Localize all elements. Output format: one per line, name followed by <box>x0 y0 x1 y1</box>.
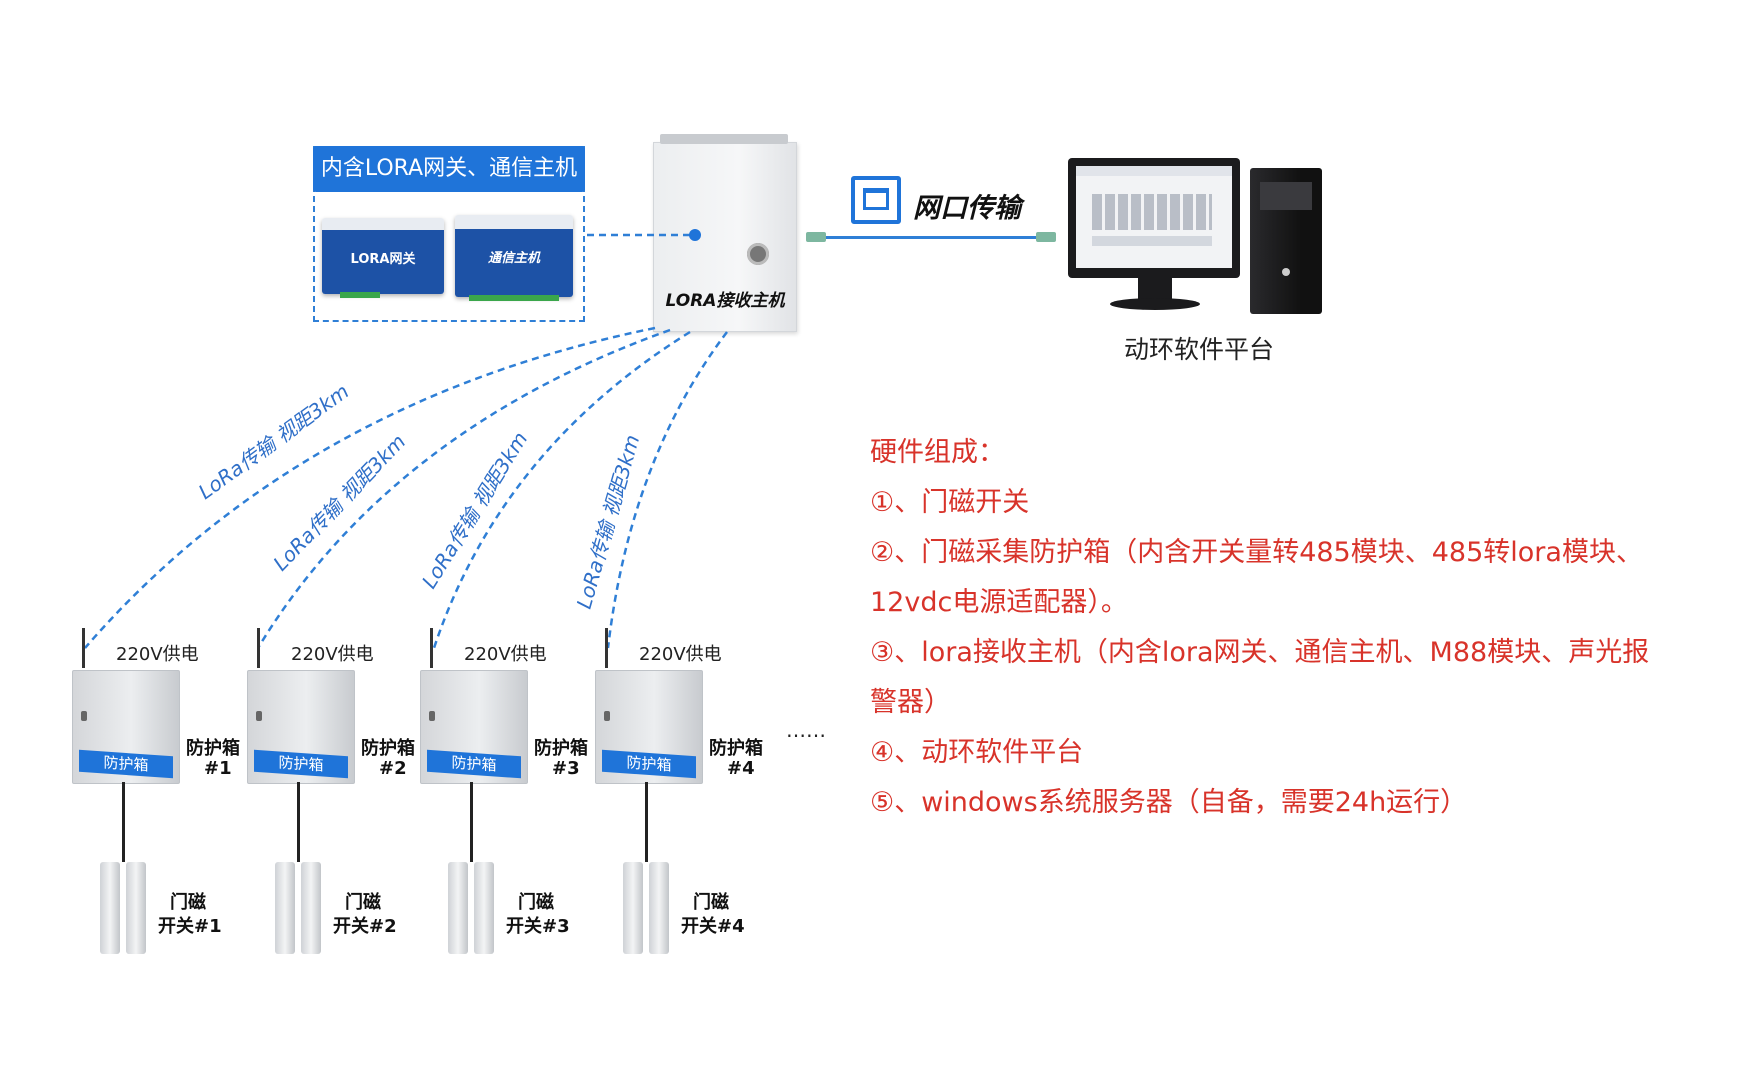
door-sensor-icon <box>623 862 673 954</box>
hardware-item-4: ④、动环软件平台 <box>870 737 1084 768</box>
box-name: 防护箱 <box>361 738 415 759</box>
box-number: #1 <box>204 758 232 779</box>
box-lock-icon <box>256 711 262 721</box>
cabinet-mount-bracket <box>660 134 788 144</box>
hardware-item-2-cont: 12vdc电源适配器）。 <box>870 587 1128 618</box>
monitor <box>1068 158 1240 278</box>
box-badge: 防护箱 <box>79 749 173 779</box>
lora-link-1 <box>84 326 656 649</box>
comm-host-label: 通信主机 <box>487 251 540 266</box>
comm-host-device: 通信主机 <box>455 215 573 301</box>
sensor-wire <box>122 782 125 862</box>
power-label: 220V供电 <box>116 644 199 665</box>
gateway-group-title: 内含LORA网关、通信主机 <box>313 146 585 192</box>
power-label: 220V供电 <box>639 644 722 665</box>
terminal-strip <box>340 292 380 298</box>
sensor-name: 门磁 <box>170 892 206 913</box>
lora-gateway-label: LORA网关 <box>350 252 416 267</box>
rj45-plug-right <box>1036 232 1056 242</box>
lora-link-2 <box>256 328 671 649</box>
hardware-item-1: ①、门磁开关 <box>870 487 1030 518</box>
antenna-icon <box>257 628 260 668</box>
sensor-name: 门磁 <box>345 892 381 913</box>
rj45-plug-left <box>806 232 826 242</box>
lora-link-label-1: LoRa传输 视距3km <box>194 379 353 504</box>
protection-box: 防护箱 <box>72 670 180 784</box>
box-lock-icon <box>604 711 610 721</box>
network-cable <box>812 236 1056 239</box>
link-endpoint-dot <box>689 229 701 241</box>
sensor-number: 开关#4 <box>681 916 745 937</box>
sensor-wire <box>470 782 473 862</box>
node-3: 220V供电 防护箱 防护箱 #3 门磁 开关#3 <box>418 628 588 960</box>
protection-box: 防护箱 <box>595 670 703 784</box>
box-number: #2 <box>379 758 407 779</box>
sensor-number: 开关#1 <box>158 916 222 937</box>
protection-box: 防护箱 <box>420 670 528 784</box>
door-sensor-icon <box>448 862 498 954</box>
sensor-number: 开关#3 <box>506 916 570 937</box>
box-lock-icon <box>81 711 87 721</box>
antenna-icon <box>605 628 608 668</box>
box-badge: 防护箱 <box>254 749 348 779</box>
lora-link-label-2: LoRa传输 视距3km <box>268 430 410 576</box>
power-label: 220V供电 <box>291 644 374 665</box>
receiver-label: LORA接收主机 <box>665 291 785 311</box>
node-1: 220V供电 防护箱 防护箱 #1 门磁 开关#1 <box>70 628 240 960</box>
box-lock-icon <box>429 711 435 721</box>
sensor-wire <box>645 782 648 862</box>
door-sensor-icon <box>100 862 150 954</box>
antenna-icon <box>82 628 85 668</box>
lora-link-label-4: LoRa传输 视距3km <box>572 432 645 611</box>
network-label: 网口传输 <box>913 193 1021 224</box>
hardware-title: 硬件组成： <box>870 437 1005 468</box>
box-badge: 防护箱 <box>427 749 521 779</box>
door-sensor-icon <box>275 862 325 954</box>
platform-label: 动环软件平台 <box>1124 335 1275 364</box>
hardware-item-5: ⑤、windows系统服务器（自备，需要24h运行） <box>870 787 1468 818</box>
sensor-number: 开关#2 <box>333 916 397 937</box>
sensor-name: 门磁 <box>518 892 554 913</box>
antenna-icon <box>430 628 433 668</box>
sensor-wire <box>297 782 300 862</box>
box-name: 防护箱 <box>534 738 588 759</box>
hardware-item-2: ②、门磁采集防护箱（内含开关量转485模块、485转lora模块、 <box>870 537 1643 568</box>
hardware-item-3: ③、lora接收主机（内含lora网关、通信主机、M88模块、声光报 <box>870 637 1650 668</box>
node-2: 220V供电 防护箱 防护箱 #2 门磁 开关#2 <box>245 628 415 960</box>
power-label: 220V供电 <box>464 644 547 665</box>
terminal-strip <box>469 295 559 301</box>
node-4: 220V供电 防护箱 防护箱 #4 门磁 开关#4 <box>593 628 763 960</box>
lora-gateway-device: LORA网关 <box>322 218 444 298</box>
box-name: 防护箱 <box>186 738 240 759</box>
lora-link-4 <box>606 331 728 649</box>
pc-tower <box>1250 168 1322 314</box>
box-number: #3 <box>552 758 580 779</box>
ethernet-port-icon <box>851 176 901 224</box>
hardware-item-3-cont: 警器） <box>870 687 951 718</box>
monitor-base <box>1110 298 1200 310</box>
monitor-screen <box>1076 166 1232 268</box>
box-badge: 防护箱 <box>602 749 696 779</box>
cabinet-lock-icon <box>747 243 769 265</box>
box-name: 防护箱 <box>709 738 763 759</box>
lora-link-label-3: LoRa传输 视距3km <box>417 428 533 593</box>
more-nodes-ellipsis: …… <box>786 718 826 742</box>
protection-box: 防护箱 <box>247 670 355 784</box>
receiver-cabinet: LORA接收主机 <box>653 142 797 332</box>
box-number: #4 <box>727 758 755 779</box>
sensor-name: 门磁 <box>693 892 729 913</box>
